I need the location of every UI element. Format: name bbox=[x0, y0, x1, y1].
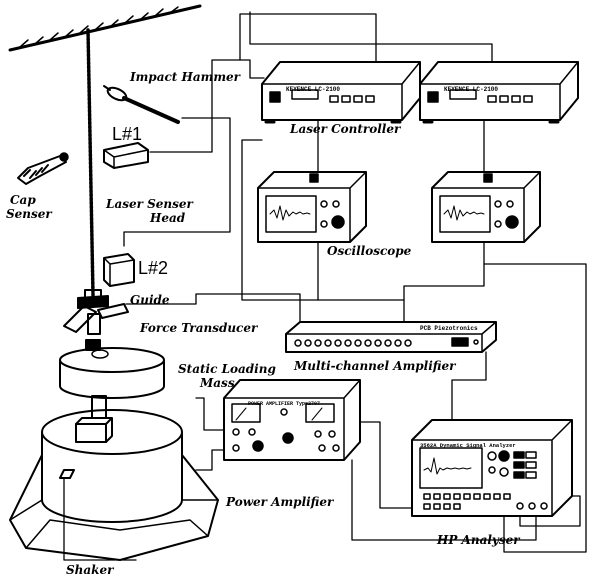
label-laser-head-line2: Head bbox=[150, 212, 185, 225]
signal-cables bbox=[64, 12, 586, 560]
label-impact-hammer: Impact Hammer bbox=[130, 71, 240, 84]
label-static-mass-line2: Mass bbox=[200, 377, 235, 390]
power-amplifier-nameplate: POWER AMPLIFIER Type2707 bbox=[248, 401, 320, 407]
label-shaker: Shaker bbox=[66, 564, 113, 576]
label-multichannel-amplifier: Multi-channel Amplifier bbox=[294, 360, 455, 373]
label-laser-1: L#1 bbox=[112, 124, 142, 145]
laser-controller-1-nameplate: KEYENCE LC-2100 bbox=[286, 86, 340, 93]
test-cable bbox=[88, 30, 93, 295]
label-laser-controller: Laser Controller bbox=[290, 123, 400, 136]
label-laser-head-line1: Laser Senser bbox=[106, 198, 193, 211]
cap-sensor bbox=[18, 153, 68, 184]
laser-sensor-head-1 bbox=[104, 143, 148, 168]
hp-analyser bbox=[412, 420, 572, 516]
impact-hammer bbox=[104, 85, 178, 122]
label-guide: Guide bbox=[130, 294, 170, 307]
label-oscilloscope: Oscilloscope bbox=[327, 245, 411, 258]
shaker bbox=[10, 410, 218, 560]
oscilloscope-2 bbox=[432, 172, 540, 242]
label-cap-sensor-line1: Cap bbox=[10, 194, 36, 207]
guide bbox=[64, 290, 128, 350]
hp-analyser-nameplate: 3562A Dynamic Signal Analyzer bbox=[420, 442, 516, 449]
label-force-transducer: Force Transducer bbox=[140, 322, 257, 335]
power-amplifier bbox=[224, 380, 360, 460]
ceiling-support bbox=[10, 6, 200, 50]
label-static-mass-line1: Static Loading bbox=[178, 363, 276, 376]
laser-sensor-head-2 bbox=[104, 254, 134, 286]
amplifier-nameplate: PCB Piezotronics bbox=[420, 325, 478, 332]
label-power-amplifier: Power Amplifier bbox=[226, 496, 333, 509]
label-cap-sensor-line2: Senser bbox=[6, 208, 52, 221]
oscilloscope-1 bbox=[258, 172, 366, 242]
label-hp-analyser: HP Analyser bbox=[437, 534, 520, 547]
label-laser-2: L#2 bbox=[138, 258, 168, 279]
laser-controller-2-nameplate: KEYENCE LC-2100 bbox=[444, 86, 498, 93]
static-loading-mass bbox=[60, 348, 164, 418]
